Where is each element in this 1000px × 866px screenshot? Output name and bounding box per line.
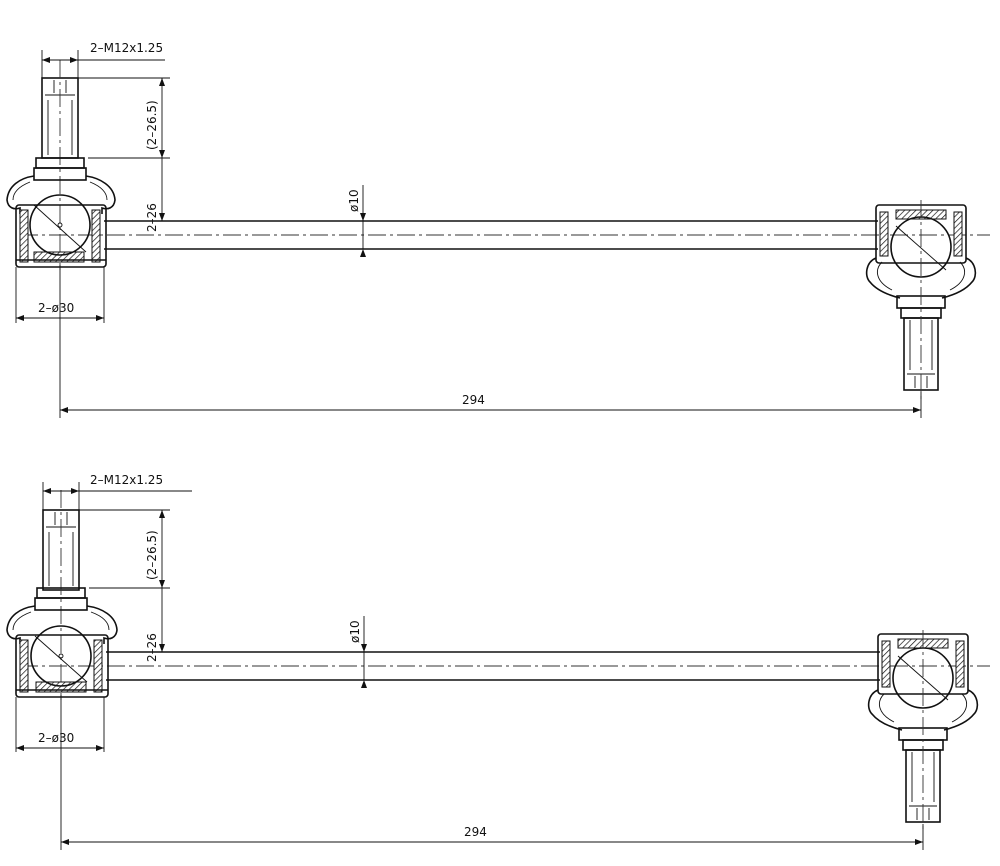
stud-length-label: (2–26.5): [145, 100, 159, 150]
overall-length-label: 294: [462, 393, 485, 407]
thread-label: 2–M12x1.25: [90, 473, 163, 487]
right-ball-joint-1: [865, 200, 977, 400]
stud-length-label: (2–26.5): [145, 530, 159, 580]
rod-diameter-label: ø10: [347, 189, 361, 212]
dimensions-2: 2–M12x1.25 (2–26.5) 2–26 ø10 2–ø30: [15, 473, 924, 850]
rod-1: [20, 220, 990, 250]
overall-length-label: 294: [464, 825, 487, 839]
ball-height-label: 2–26: [145, 633, 159, 662]
dimensions-1: 2–M12x1.25 (2–26.5) 2–26 ø10 2–ø30: [15, 41, 922, 418]
rod-diameter-label: ø10: [348, 620, 362, 643]
rod-2: [20, 651, 990, 681]
stabilizer-link-drawing-1: 2–M12x1.25 (2–26.5) 2–26 ø10 2–ø30: [6, 41, 990, 418]
ball-height-label: 2–26: [145, 203, 159, 232]
thread-label: 2–M12x1.25: [90, 41, 163, 55]
right-ball-joint-2: [867, 630, 979, 832]
stabilizer-link-drawing-2: 2–M12x1.25 (2–26.5) 2–26 ø10 2–ø30: [6, 473, 990, 850]
left-ball-joint-1: [6, 60, 116, 270]
left-ball-joint-2: [6, 490, 118, 700]
housing-diameter-label: 2–ø30: [38, 731, 74, 745]
housing-diameter-label: 2–ø30: [38, 301, 74, 315]
